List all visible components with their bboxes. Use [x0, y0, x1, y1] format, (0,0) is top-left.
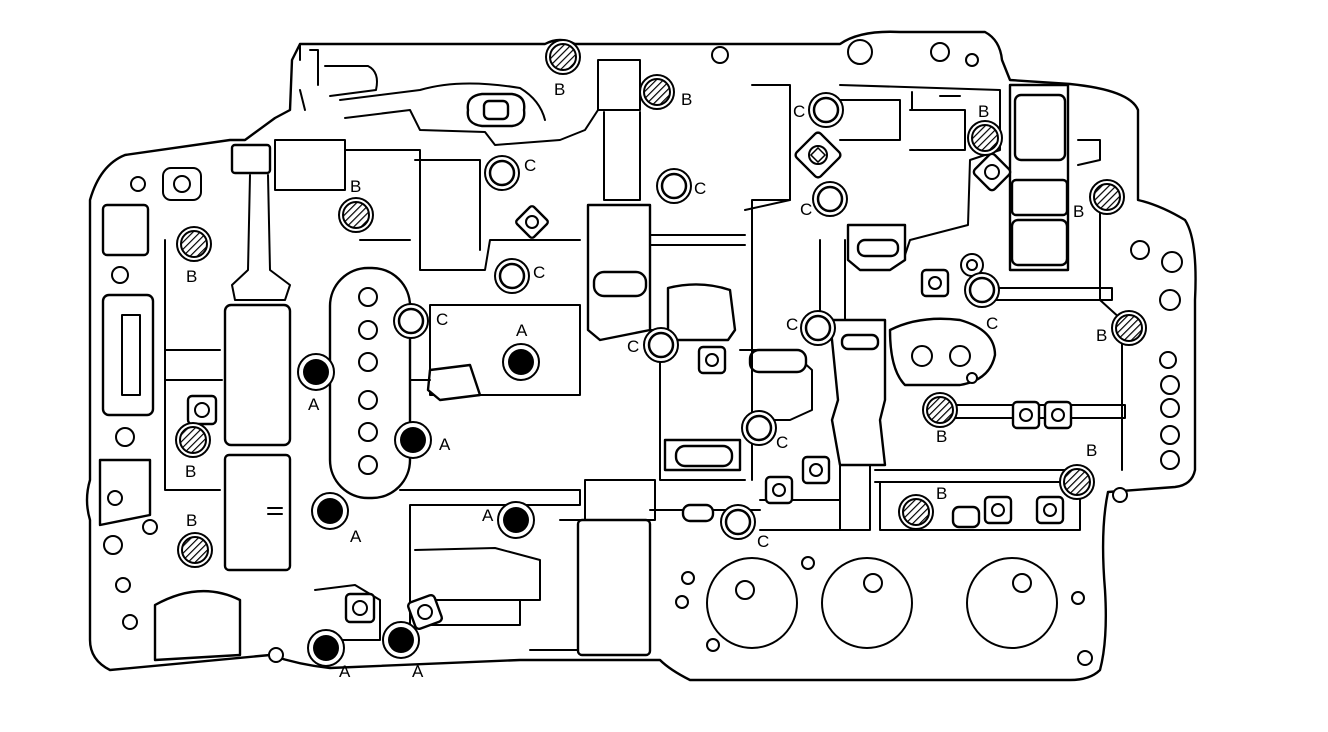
bolt-b — [639, 74, 675, 110]
bolt-c — [720, 504, 756, 540]
label-b: B — [186, 511, 197, 530]
left-solenoid-body — [223, 453, 292, 572]
label-c: C — [793, 102, 805, 121]
label-a: A — [439, 435, 451, 454]
top-left-edge — [299, 43, 319, 111]
channel-walls — [98, 59, 1126, 662]
bolt-c — [656, 168, 692, 204]
bolt-b — [1059, 464, 1095, 500]
label-c: C — [524, 156, 536, 175]
bolt-group-b — [175, 39, 1147, 568]
label-c: C — [776, 433, 788, 452]
bolt-b — [967, 120, 1003, 156]
large-port-1 — [706, 557, 798, 649]
label-b: B — [936, 427, 947, 446]
label-c: C — [694, 179, 706, 198]
bolt-c — [741, 410, 777, 446]
bolt-c — [800, 310, 836, 346]
bolt-c — [643, 327, 679, 363]
left-solenoid-head — [230, 143, 272, 175]
bolt-a — [297, 353, 335, 391]
label-a: A — [339, 662, 351, 681]
lower-center-valve — [576, 518, 652, 657]
label-a: A — [308, 395, 320, 414]
label-b: B — [681, 90, 692, 109]
label-b: B — [1086, 441, 1097, 460]
bolt-a — [382, 621, 420, 659]
bolt-b — [176, 226, 212, 262]
bolt-c — [484, 155, 520, 191]
left-valve-bore — [223, 303, 292, 447]
label-b: B — [936, 484, 947, 503]
label-b: B — [978, 102, 989, 121]
bolt-b — [545, 39, 581, 75]
bolt-b — [1111, 310, 1147, 346]
bolt-b — [338, 197, 374, 233]
top-left-tab — [324, 65, 378, 97]
label-c: C — [986, 314, 998, 333]
bolt-b — [1089, 179, 1125, 215]
label-a: A — [350, 527, 362, 546]
label-b: B — [185, 462, 196, 481]
label-c: C — [533, 263, 545, 282]
center-port — [592, 270, 648, 298]
label-a: A — [482, 506, 494, 525]
label-c: C — [800, 200, 812, 219]
bolt-group-a — [297, 343, 540, 667]
label-b: B — [554, 80, 565, 99]
bolt-b — [177, 532, 213, 568]
bolt-c — [808, 92, 844, 128]
bolt-a — [307, 629, 345, 667]
label-a: A — [412, 662, 424, 681]
large-port-2 — [821, 557, 913, 649]
bolt-c — [964, 272, 1000, 308]
label-c: C — [627, 337, 639, 356]
mounting-holes — [103, 39, 1183, 666]
bolt-a — [497, 501, 535, 539]
label-c: C — [786, 315, 798, 334]
bolt-c — [393, 303, 429, 339]
bolt-b — [922, 392, 958, 428]
bolt-b — [898, 494, 934, 530]
right-chamber — [888, 317, 997, 387]
bolt-a — [502, 343, 540, 381]
label-b: B — [1096, 326, 1107, 345]
bolt-group-c — [393, 92, 1000, 540]
label-c: C — [757, 532, 769, 551]
large-port-3 — [966, 557, 1058, 649]
label-b: B — [186, 267, 197, 286]
fittings — [186, 92, 1073, 631]
label-b: B — [1073, 202, 1084, 221]
bolt-b — [175, 422, 211, 458]
callout-labels: A A A A A A A A B B B B B B B B B B B B … — [185, 80, 1107, 681]
bolt-a — [394, 421, 432, 459]
label-a: A — [516, 321, 528, 340]
bolt-a — [311, 492, 349, 530]
label-c: C — [436, 310, 448, 329]
bolt-c — [494, 258, 530, 294]
bolt-c — [812, 181, 848, 217]
label-b: B — [350, 177, 361, 196]
